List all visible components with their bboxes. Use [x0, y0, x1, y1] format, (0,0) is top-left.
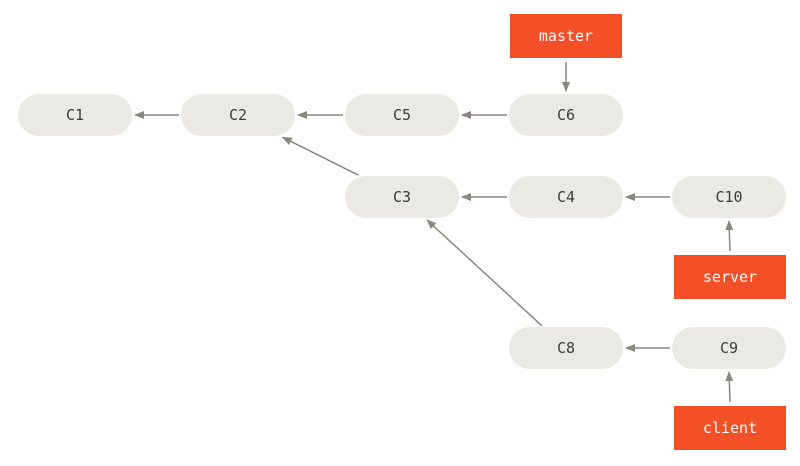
branch-label: client	[702, 419, 758, 437]
commit-label: C2	[228, 106, 248, 124]
branch-label: server	[702, 268, 758, 286]
commit-c6: C6	[509, 94, 623, 136]
branch-master: master	[510, 14, 622, 58]
commit-c1: C1	[18, 94, 132, 136]
commit-c9: C9	[672, 327, 786, 369]
commit-label: C9	[719, 339, 739, 357]
commit-c3: C3	[345, 176, 459, 218]
commit-c5: C5	[345, 94, 459, 136]
commit-label: C3	[392, 188, 412, 206]
branch-label: master	[538, 27, 594, 45]
branch-pointer-arrow	[725, 371, 734, 403]
branch-client: client	[674, 406, 786, 450]
commit-label: C6	[556, 106, 576, 124]
commit-c4: C4	[509, 176, 623, 218]
parent-arrow	[281, 136, 359, 176]
commit-c8: C8	[509, 327, 623, 369]
commit-c2: C2	[181, 94, 295, 136]
commit-label: C4	[556, 188, 576, 206]
commit-label: C10	[715, 188, 743, 206]
branch-pointer-arrow	[725, 220, 734, 252]
branch-server: server	[674, 255, 786, 299]
parent-arrow	[426, 219, 543, 327]
commit-label: C8	[556, 339, 576, 357]
commit-label: C5	[392, 106, 412, 124]
commit-c10: C10	[672, 176, 786, 218]
commit-label: C1	[65, 106, 85, 124]
